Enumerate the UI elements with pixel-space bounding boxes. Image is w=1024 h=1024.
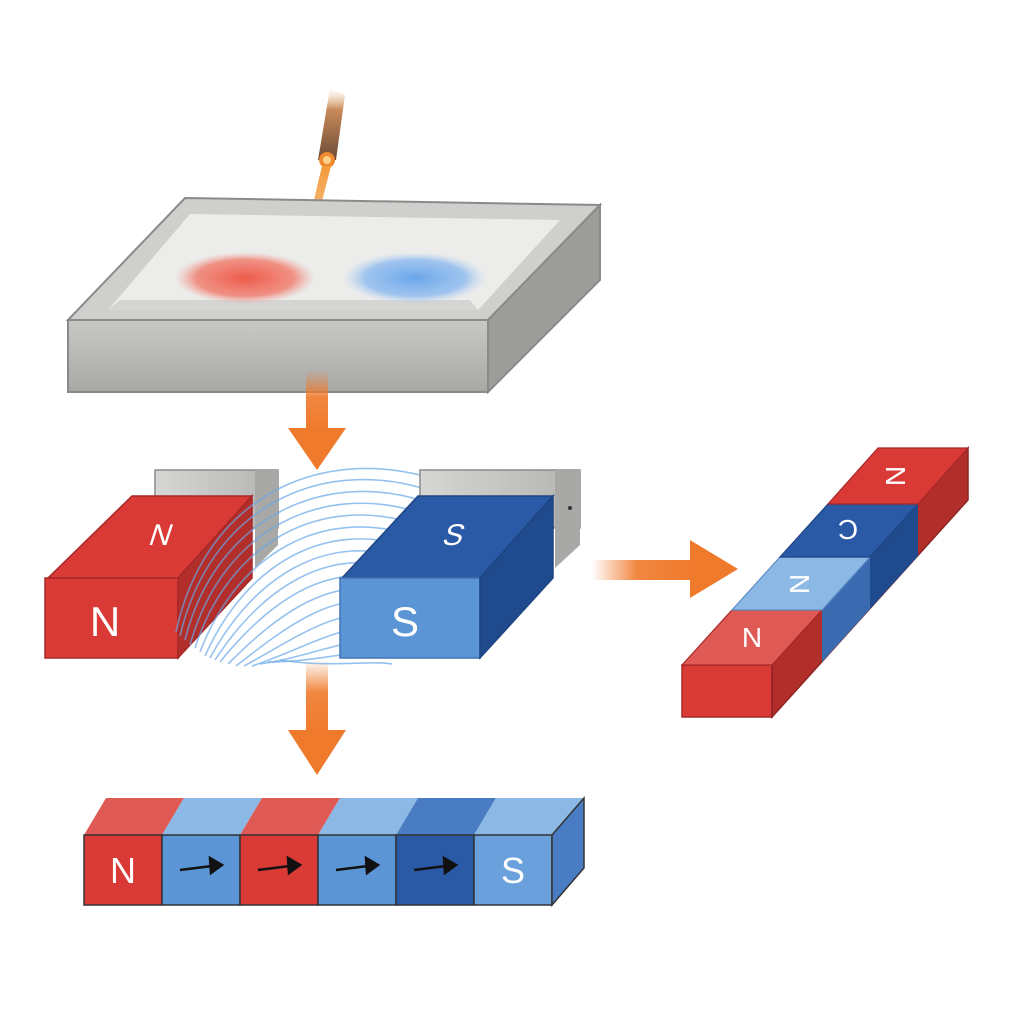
column-label-3: C [838, 514, 858, 545]
laser-beam-icon [318, 88, 345, 160]
arrow-right-icon [335, 855, 381, 876]
bar-top-5 [396, 798, 496, 835]
bar-top-1 [84, 798, 184, 835]
bar-segment-north [83, 834, 163, 906]
arrow-right-icon [592, 540, 738, 598]
column-label-2: N [784, 574, 815, 594]
arrow-right-icon [257, 855, 303, 876]
bar-segment-south [473, 834, 553, 906]
south-front-label: S [391, 598, 419, 645]
bar-segment-2 [161, 834, 241, 906]
magnetized-column: N N C N [680, 446, 970, 719]
north-magnet: N N [44, 469, 279, 660]
north-front-label: N [90, 598, 120, 645]
column-top-4 [826, 447, 970, 505]
arrow-down-icon [288, 370, 346, 470]
bar-segment-4 [317, 834, 397, 906]
bar-top-2 [162, 798, 262, 835]
bar-segment-5 [395, 834, 475, 906]
south-powder-zone [343, 252, 487, 304]
arrow-right-icon [413, 855, 459, 876]
bar-top-6 [474, 798, 584, 835]
bar-top-3 [240, 798, 340, 835]
arrow-right-icon [179, 855, 225, 876]
north-powder-zone [175, 252, 315, 304]
south-magnet: S S [339, 469, 581, 660]
bar-south-label: S [501, 850, 525, 891]
bar-top-4 [318, 798, 418, 835]
column-label-1: N [742, 622, 762, 653]
column-label-4: N [880, 466, 911, 486]
powder-tray [65, 196, 603, 395]
arrow-down-icon [288, 660, 346, 775]
magnetized-bar: N S [83, 795, 585, 908]
bar-north-label: N [110, 850, 136, 891]
bar-segment-3 [239, 834, 319, 906]
